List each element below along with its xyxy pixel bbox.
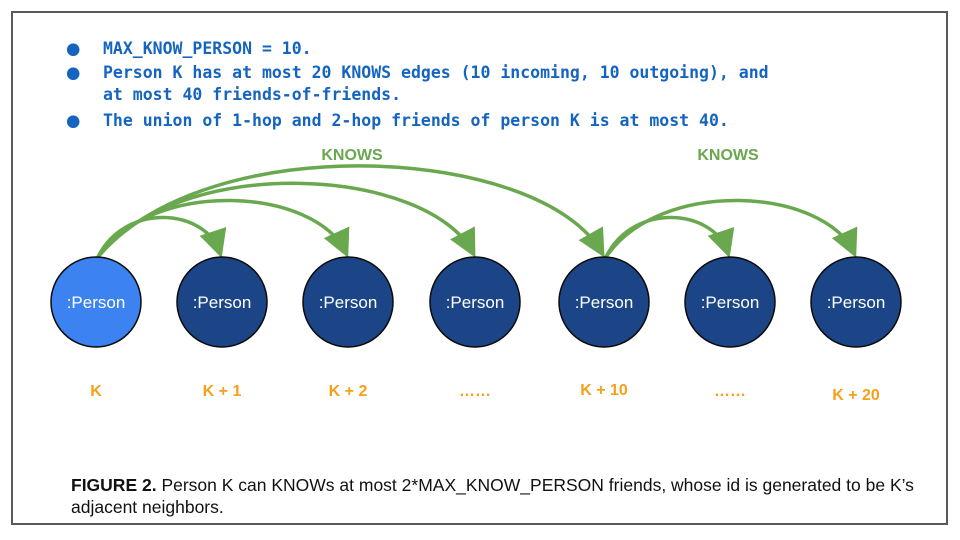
- person-node-circle: [50, 256, 142, 348]
- person-node-circle: [302, 256, 394, 348]
- person-node: :Person: [302, 256, 394, 348]
- person-node-label: :Person: [446, 293, 505, 312]
- person-node-label: :Person: [67, 293, 126, 312]
- knows-edge-arrow: [96, 198, 350, 258]
- bullet-dot-icon: ●: [66, 111, 81, 130]
- person-node-label: :Person: [319, 293, 378, 312]
- person-node-label: :Person: [575, 293, 634, 312]
- person-node: :Person: [810, 256, 902, 348]
- knows-edge-arrow: [604, 215, 735, 258]
- figure-frame: [11, 11, 948, 525]
- bullet-item: ● Person K has at most 20 KNOWS edges (1…: [66, 62, 769, 106]
- person-id-label: ……: [459, 383, 491, 400]
- person-id-label: ……: [714, 383, 746, 400]
- person-node-circle: [176, 256, 268, 348]
- person-node-circle: [429, 256, 521, 348]
- bullet-item: ● MAX_KNOW_PERSON = 10.: [66, 38, 769, 60]
- bullet-dot-icon: ●: [66, 63, 81, 82]
- caption-figure-number: FIGURE 2.: [71, 475, 157, 495]
- person-id-label: K + 2: [329, 383, 368, 400]
- knows-edge-arrow: [96, 164, 605, 259]
- bullet-text-continuation: at most 40 friends-of-friends.: [103, 85, 402, 104]
- person-node: :Person: [558, 256, 650, 348]
- caption-text: Person K can KNOWs at most 2*MAX_KNOW_PE…: [71, 475, 914, 517]
- person-node-circle: [684, 256, 776, 348]
- bullet-list: ● MAX_KNOW_PERSON = 10. ● Person K has a…: [66, 38, 769, 132]
- person-id-label: K + 1: [203, 383, 242, 400]
- person-id-label: K + 10: [580, 382, 628, 399]
- person-node-circle: [558, 256, 650, 348]
- person-node: :Person: [684, 256, 776, 348]
- knows-edge-arrow: [604, 198, 858, 258]
- person-node: :Person: [50, 256, 142, 348]
- person-id-label: K: [90, 383, 102, 400]
- bullet-text: The union of 1-hop and 2-hop friends of …: [103, 111, 729, 130]
- bullet-text: MAX_KNOW_PERSON = 10.: [103, 39, 312, 58]
- person-node: :Person: [176, 256, 268, 348]
- person-node-label: :Person: [827, 293, 886, 312]
- edge-layer: [96, 164, 858, 259]
- person-node-label: :Person: [193, 293, 252, 312]
- bullet-item: ● The union of 1-hop and 2-hop friends o…: [66, 110, 769, 132]
- bullet-text: Person K has at most 20 KNOWS edges (10 …: [103, 63, 769, 82]
- edge-label-knows: KNOWS: [697, 147, 759, 164]
- person-node-circle: [810, 256, 902, 348]
- knows-edge-arrow: [96, 181, 476, 259]
- figure-caption: FIGURE 2. Person K can KNOWs at most 2*M…: [71, 474, 931, 518]
- edge-label-knows: KNOWS: [321, 147, 383, 164]
- bullet-dot-icon: ●: [66, 39, 81, 58]
- person-node-label: :Person: [701, 293, 760, 312]
- person-node: :Person: [429, 256, 521, 348]
- person-id-label: K + 20: [832, 387, 880, 404]
- knows-edge-arrow: [96, 215, 227, 258]
